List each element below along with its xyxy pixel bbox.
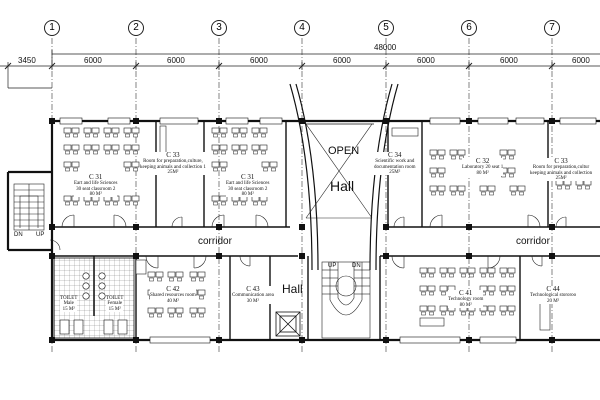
corridor-walls — [52, 226, 600, 257]
room-name: Room for preparation,cultur — [532, 165, 590, 171]
room-area: 80 M² — [476, 170, 489, 176]
label-corridor-left: corridor — [198, 236, 232, 247]
toilet-male-area: 15 M² — [62, 306, 75, 312]
dimension-bay-2: 6000 — [167, 56, 185, 65]
dimension-bay-7: 6000 — [572, 56, 590, 65]
structural-columns — [49, 118, 555, 343]
label-stair-up: UP — [36, 232, 45, 238]
axis-bubble-6: 6 — [461, 20, 477, 36]
room-c32: C 32 Laboratory 20 seat 1 80 M² — [462, 157, 504, 176]
axis-bubble-7: 7 — [544, 20, 560, 36]
room-c31-right: C 31 Eart and life Sciences 30 seat clas… — [226, 173, 270, 198]
room-subtitle: 30 seat classroom 2 — [228, 186, 268, 192]
room-name: Eart and life Sciences — [74, 181, 118, 187]
label-stair-dn: DN — [14, 232, 23, 238]
toilet-male-sub: Male — [63, 301, 74, 307]
dimension-ticks — [4, 62, 556, 70]
open-hall-frame — [289, 83, 399, 271]
room-name: Communication area — [232, 293, 274, 299]
room-area: 80 M² — [241, 191, 254, 197]
dimension-bay-1: 6000 — [84, 56, 102, 65]
label-hall-lower: Hall — [282, 282, 303, 296]
room-subtitle: 30 seat classroom 2 — [76, 186, 116, 192]
room-c33-left: C 33 Room for preparation,culture, keepi… — [140, 151, 206, 176]
label-stair2-dn: DN — [352, 263, 361, 269]
open-void-cross — [305, 123, 373, 219]
label-corridor-right: corridor — [516, 236, 550, 247]
axis-bubble-4: 4 — [294, 20, 310, 36]
counters — [135, 125, 551, 331]
room-name: Room for preparation,culture, — [143, 159, 203, 165]
axis-bubble-1: 1 — [44, 20, 60, 36]
dimension-total: 48000 — [374, 43, 397, 52]
room-area: 20 M² — [546, 298, 560, 304]
room-area: 30 M² — [246, 298, 259, 304]
left-stair — [13, 183, 45, 231]
room-name: Shared resources room — [150, 293, 196, 299]
toilet-female-title: TOILET — [106, 296, 124, 301]
room-code: C 33 — [554, 157, 568, 165]
room-c41: C 41 Technology room 80 M² — [448, 289, 484, 308]
central-stair — [321, 261, 371, 339]
room-code: C 44 — [546, 285, 560, 293]
toilet-female-sub: Female — [107, 301, 123, 307]
room-c34: C 34 Scientific work and documentation r… — [374, 151, 416, 176]
label-stair2-up: UP — [328, 263, 337, 269]
grid-axis-lines — [51, 38, 553, 352]
room-subtitle: keeping animals and collection — [530, 170, 593, 176]
toilet-male: TOILET Male 15 M² — [60, 296, 78, 312]
room-code: C 42 — [166, 285, 180, 293]
label-open: OPEN — [328, 145, 360, 157]
axis-bubble-5: 5 — [378, 20, 394, 36]
room-name: Technological stororoo — [530, 293, 577, 299]
toilet-female-area: 15 M² — [108, 306, 121, 312]
room-area: 25M² — [389, 169, 401, 175]
dimension-bay-6: 6000 — [500, 56, 518, 65]
label-hall-upper: Hall — [330, 178, 355, 194]
room-name: Eart and life Sciences — [226, 181, 270, 187]
dimension-bay-5: 6000 — [417, 56, 435, 65]
room-area: 25M² — [167, 169, 179, 175]
toilet-male-title: TOILET — [60, 296, 78, 301]
dimension-left: 3450 — [18, 56, 36, 65]
room-area: 80 M² — [459, 302, 472, 308]
room-code: C 43 — [246, 285, 260, 293]
room-name: Technology room — [448, 297, 484, 303]
room-area: 80 M² — [89, 191, 102, 197]
room-name: Scientific work and — [375, 159, 415, 165]
room-subtitle: keeping animals and collection 1 — [140, 164, 206, 170]
room-c44: C 44 Technological stororoo 20 M² — [530, 285, 577, 304]
room-code: C 41 — [458, 289, 473, 297]
room-c33-right: C 33 Room for preparation,cultur keeping… — [530, 157, 593, 182]
room-area: 40 M² — [166, 298, 180, 304]
room-code: C 32 — [475, 157, 490, 165]
windows — [59, 117, 597, 344]
room-code: C 33 — [166, 151, 180, 159]
room-c43: C 43 Communication area 30 M² — [232, 285, 274, 304]
dimension-bay-4: 6000 — [333, 56, 351, 65]
room-code: C 31 — [89, 173, 103, 181]
axis-bubble-3: 3 — [211, 20, 227, 36]
room-c42: C 42 Shared resources room 40 M² — [150, 285, 196, 304]
room-code: C 31 — [241, 173, 255, 181]
room-code: C 34 — [388, 151, 402, 159]
dimension-bay-3: 6000 — [250, 56, 268, 65]
room-name: Laboratory 20 seat 1 — [462, 165, 504, 171]
elevator-shaft — [275, 311, 301, 337]
room-c31-left: C 31 Eart and life Sciences 30 seat clas… — [74, 173, 118, 198]
room-subtitle: documentation room — [374, 164, 416, 170]
toilet-female: TOILET Female 15 M² — [106, 296, 124, 312]
room-area: 25M² — [555, 175, 567, 181]
axis-bubble-2: 2 — [128, 20, 144, 36]
